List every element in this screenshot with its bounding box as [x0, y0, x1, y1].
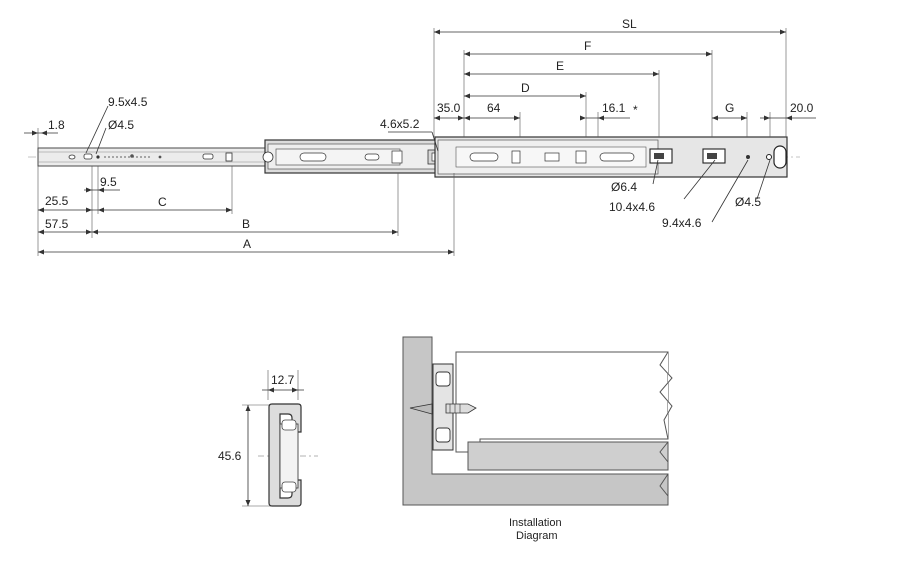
label-hole-4-5-left: Ø4.5 — [108, 118, 134, 132]
label-SL: SL — [622, 17, 637, 31]
installation-diagram: Installation Diagram — [402, 336, 673, 542]
label-9-5: 9.5 — [100, 175, 117, 189]
label-C: C — [158, 195, 167, 209]
label-57-5: 57.5 — [45, 217, 69, 231]
label-1-8: 1.8 — [48, 118, 65, 132]
label-B: B — [242, 217, 250, 231]
label-35: 35.0 — [437, 101, 461, 115]
label-G: G — [725, 101, 734, 115]
label-25-5: 25.5 — [45, 194, 69, 208]
drawer-side — [455, 351, 669, 453]
rail-profile-view: 12.7 45.6 — [218, 370, 318, 507]
rail-side-view: SL F E D 35.0 64 16.1 * G 20.0 1.8 9.5x4… — [24, 17, 816, 256]
label-slot-4-6x5-2: 4.6x5.2 — [380, 117, 420, 131]
label-slot-10-4x4-6: 10.4x4.6 — [609, 200, 655, 214]
installation-caption-line2: Diagram — [516, 530, 558, 542]
profile-height-label: 45.6 — [218, 449, 242, 463]
label-slot-9-4x4-6: 9.4x4.6 — [662, 216, 702, 230]
label-star: * — [633, 103, 638, 117]
label-hole-6-4: Ø6.4 — [611, 180, 637, 194]
screw-icon — [409, 403, 433, 415]
label-E: E — [556, 59, 564, 73]
drawer-bottom — [467, 441, 669, 471]
label-slot-9-5x4-5: 9.5x4.5 — [108, 95, 148, 109]
label-F: F — [584, 39, 591, 53]
label-16-1: 16.1 — [602, 101, 626, 115]
label-A: A — [243, 237, 251, 251]
label-64: 64 — [487, 101, 501, 115]
label-hole-4-5-right: Ø4.5 — [735, 195, 761, 209]
label-D: D — [521, 81, 530, 95]
profile-width-label: 12.7 — [271, 373, 295, 387]
installation-caption-line1: Installation — [509, 517, 562, 529]
label-20: 20.0 — [790, 101, 814, 115]
